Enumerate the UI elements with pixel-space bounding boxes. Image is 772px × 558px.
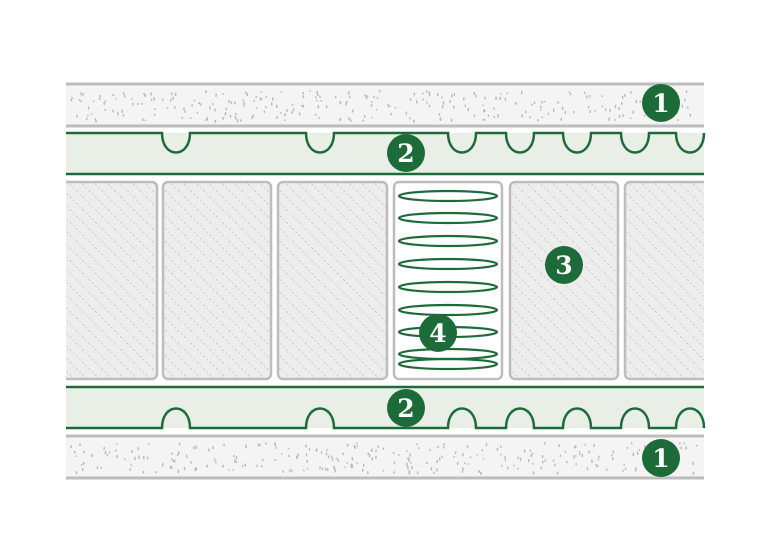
coil-turn [397, 280, 499, 294]
marker-wave-bottom: 2 [387, 389, 425, 427]
marker-label: 3 [555, 251, 572, 280]
foam-speckle-texture [70, 442, 698, 475]
marker-label: 4 [429, 319, 446, 348]
coil-turn [397, 211, 499, 225]
foam-block [54, 180, 159, 381]
marker-layer-top: 1 [642, 84, 680, 122]
foam-block [161, 180, 273, 381]
marker-label: 1 [652, 444, 669, 473]
coil-turn [397, 234, 499, 248]
foam-block [276, 180, 389, 381]
core-layer [54, 180, 727, 381]
marker-label: 2 [397, 139, 414, 168]
marker-label: 2 [397, 394, 414, 423]
top-foam-layer [66, 82, 704, 128]
coil-turn [397, 189, 499, 203]
coil-turn [397, 303, 499, 317]
coil-turn [397, 357, 499, 371]
foam-speckle-texture [70, 90, 692, 123]
marker-spring: 4 [419, 314, 457, 352]
bottom-wave-layer [66, 385, 706, 430]
bottom-foam-layer [66, 434, 704, 480]
marker-block: 3 [545, 246, 583, 284]
marker-wave-top: 2 [387, 134, 425, 172]
top-wave-layer [66, 131, 706, 176]
marker-layer-bottom: 1 [642, 439, 680, 477]
coil-turn [397, 257, 499, 271]
marker-label: 1 [652, 89, 669, 118]
